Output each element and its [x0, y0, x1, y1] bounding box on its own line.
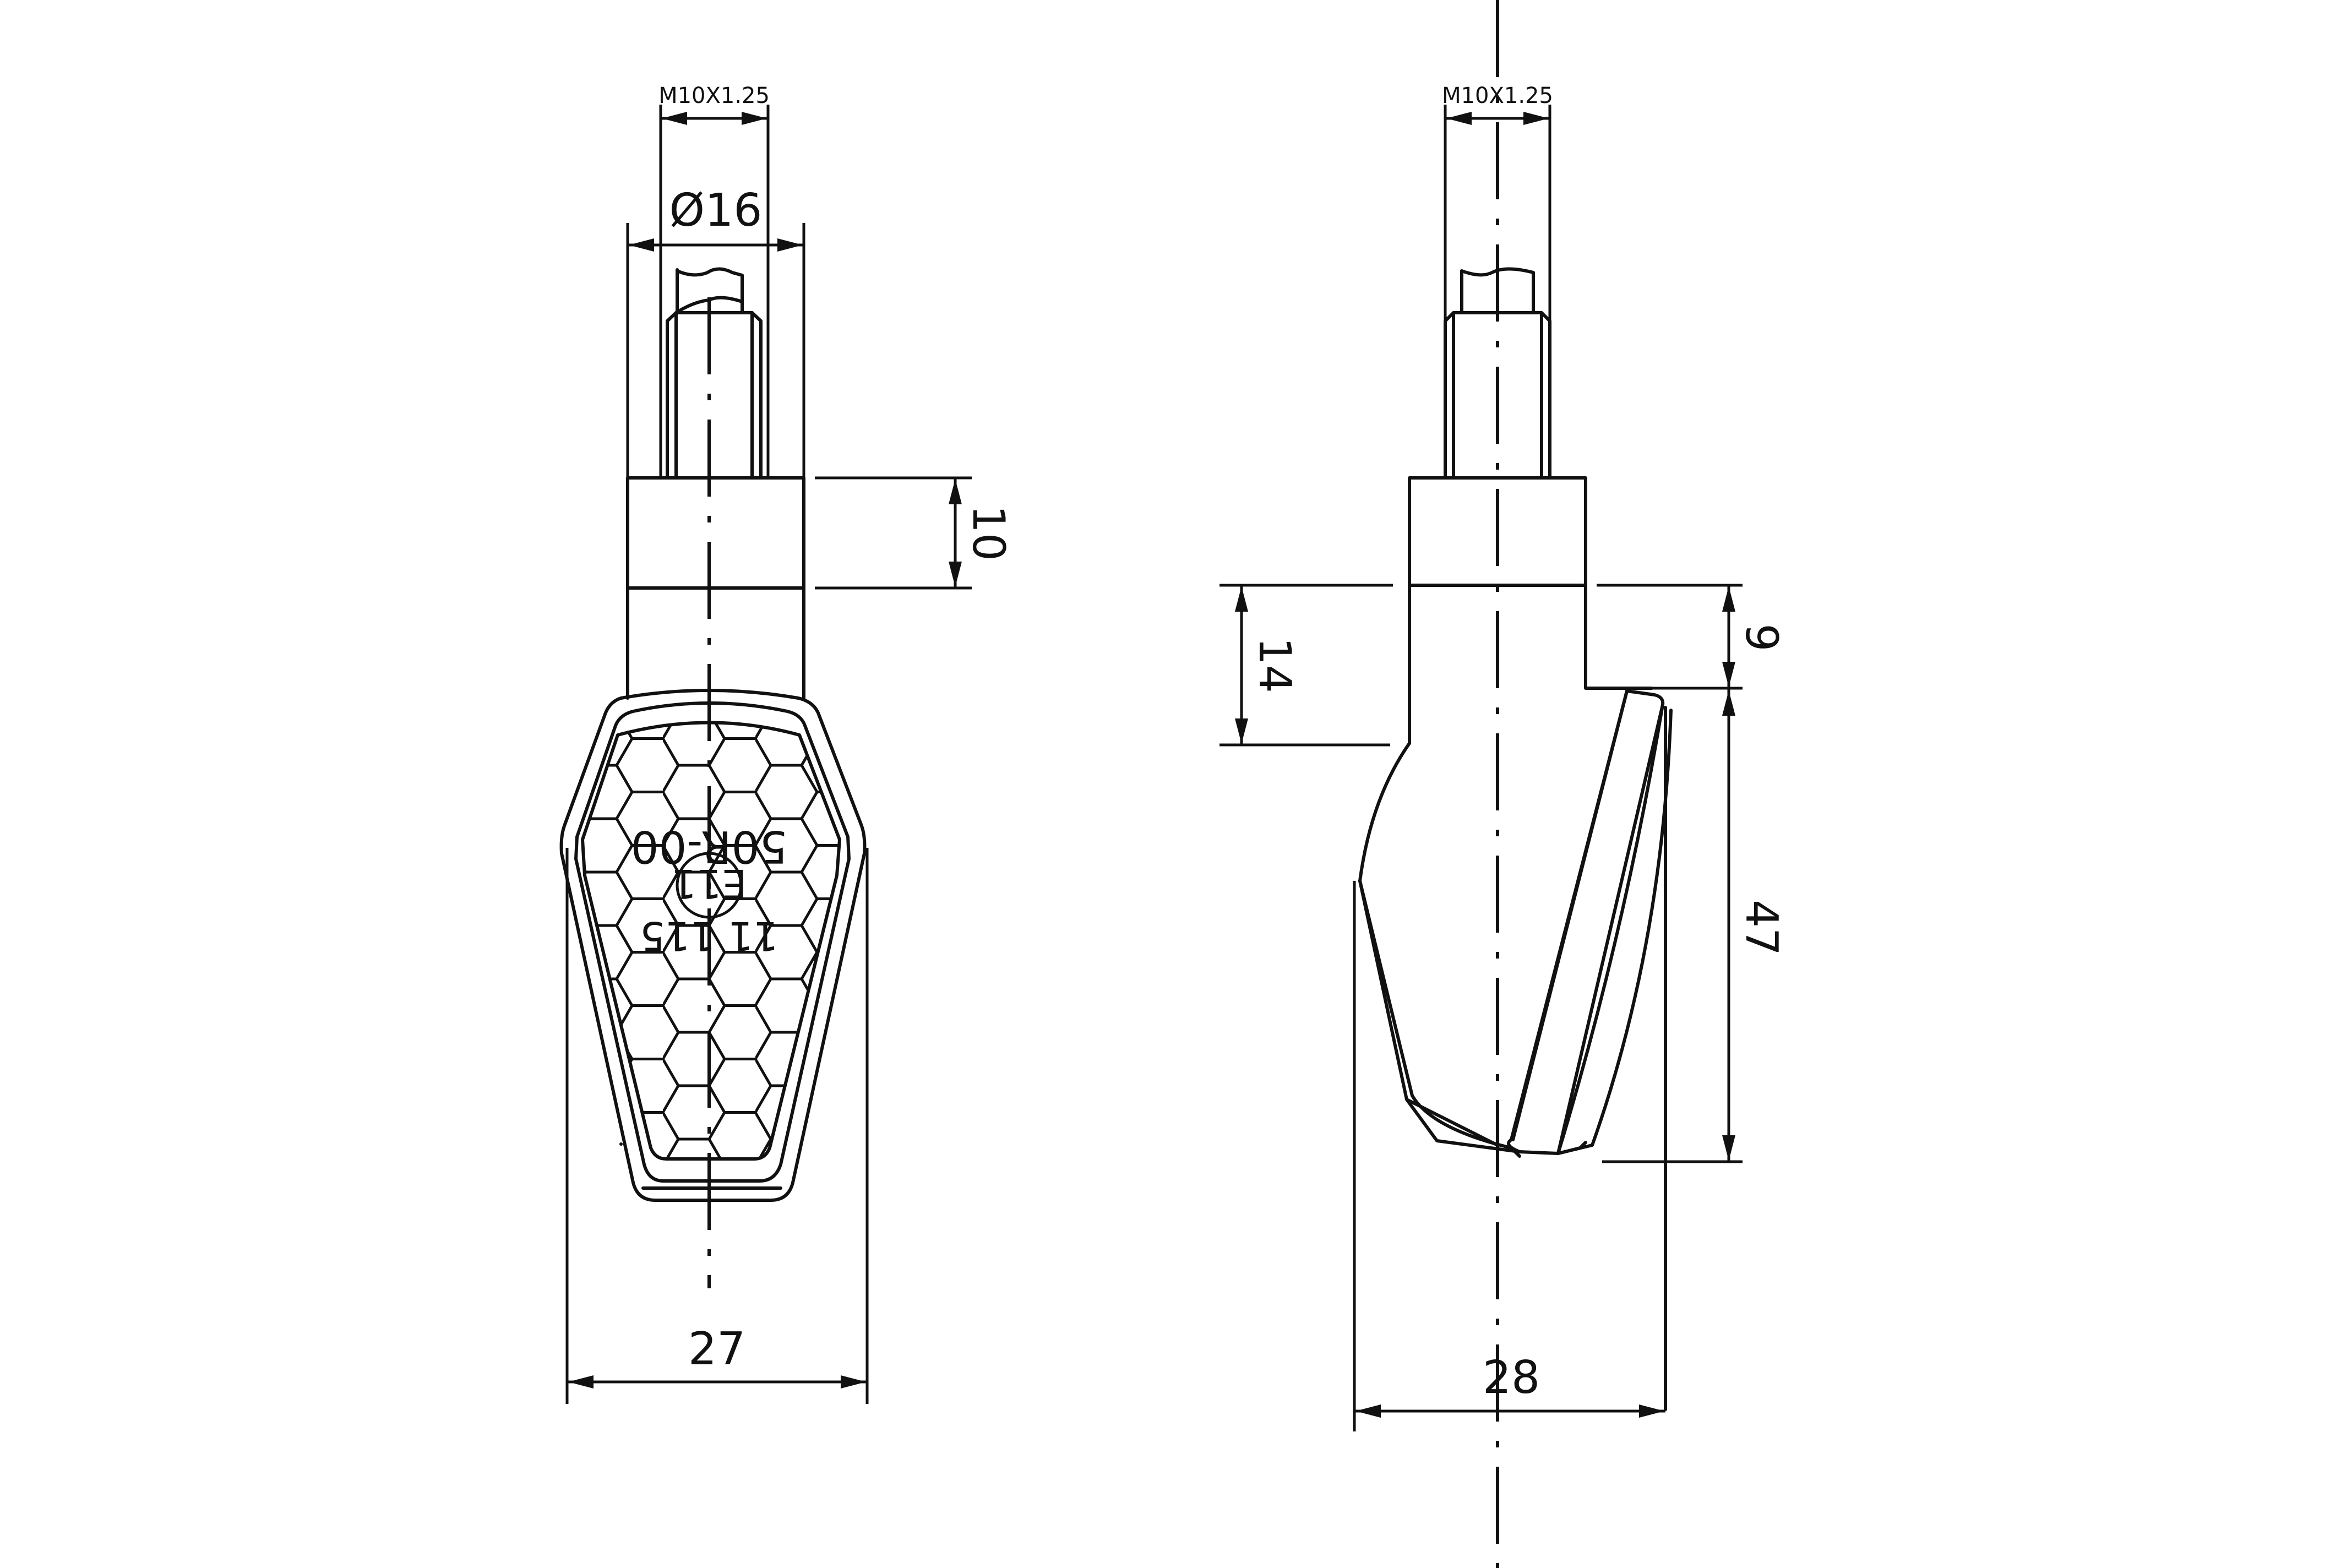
front-diameter-label: Ø16: [669, 184, 763, 237]
side-neck-height-dimension: 14: [1219, 584, 1393, 747]
side-depth-label: 28: [1483, 1352, 1540, 1404]
side-body: [1358, 476, 1653, 1158]
front-width-dimension: 27: [565, 848, 869, 1404]
side-offset-dimension: 9: [1586, 584, 1787, 690]
approval-mark: E11: [671, 861, 747, 907]
front-thread-label: M10X1.25: [658, 83, 770, 108]
front-body-collar: [626, 476, 805, 590]
lens-marking-line3: 11 115: [640, 913, 778, 959]
front-collar-height-label: 10: [963, 505, 1014, 561]
front-lens-housing: [559, 689, 867, 1202]
front-thread-dimension: M10X1.25: [658, 83, 770, 478]
side-neck-height-label: 14: [1249, 637, 1300, 693]
side-depth-dimension: 28: [1353, 881, 1665, 1431]
front-stud: [666, 267, 763, 480]
front-width-label: 27: [688, 1323, 745, 1375]
side-view: M10X1.25 14 9 47: [1219, 0, 1787, 1568]
side-thread-label: M10X1.25: [1442, 83, 1553, 108]
lens-markings: 50R-00 E11 11 115: [631, 821, 788, 959]
side-offset-label: 9: [1736, 624, 1787, 652]
side-lens-height-label: 47: [1736, 900, 1787, 956]
lens-marking-line1: 50R-00: [631, 821, 788, 872]
front-diameter-dimension: Ø16: [626, 184, 805, 478]
front-view: 50R-00 E11 11 115 M10X1.25 Ø16: [559, 83, 1014, 1404]
side-lens: [1507, 689, 1665, 1155]
side-thread-dimension: M10X1.25: [1442, 83, 1553, 478]
approval-mark-circle: [676, 852, 743, 919]
front-collar-height-dimension: 10: [815, 476, 1014, 590]
side-lens-height-dimension: 47: [1602, 689, 1787, 1163]
